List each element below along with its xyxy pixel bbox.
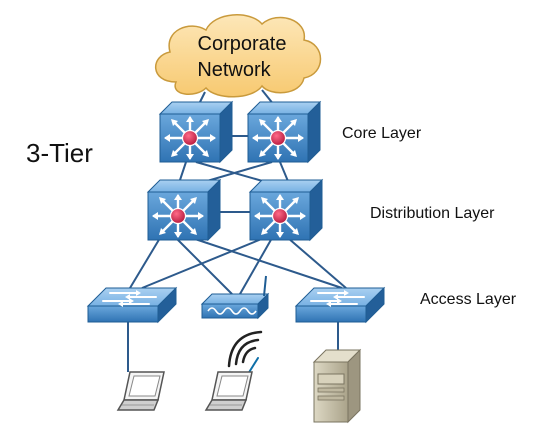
access-switch-right [295,287,385,323]
link-dist-right-access-left [141,237,265,289]
access-switch-left [87,287,177,323]
laptop-left [117,371,165,411]
wireless-access-point [200,275,270,320]
link-dist-left-access-right [191,237,343,289]
distribution-layer-label: Distribution Layer [370,205,495,222]
corporate-network-cloud: Corporate Network [154,14,322,98]
laptop-wireless [205,371,253,411]
cloud-label-line1: Corporate [198,33,287,55]
link-dist-right-ap [239,237,273,295]
network-links [127,89,347,372]
link-dist-left-access-left [129,237,161,289]
core-switch-right [246,100,322,164]
core-switch-left [158,100,234,164]
diagram-title: 3-Tier [26,138,93,168]
link-dist-right-access-right [287,237,347,289]
server [312,348,362,424]
cloud-label-line2: Network [197,59,271,81]
distribution-switch-right [248,178,324,242]
wireless-signal-icon [227,330,263,375]
core-layer-label: Core Layer [342,125,422,142]
access-layer-label: Access Layer [420,291,517,308]
distribution-switch-left [146,178,222,242]
link-dist-left-ap [175,237,233,295]
